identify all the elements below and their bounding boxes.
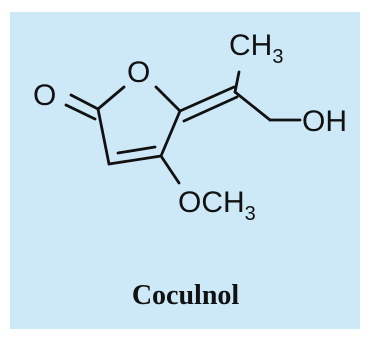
bond-c2-c3 (96, 107, 111, 166)
bond-c5-c6-1 (178, 85, 236, 113)
molecule-card (10, 12, 360, 329)
bond-c5-c6-2 (182, 95, 239, 123)
methyl-subscript: 3 (272, 46, 283, 68)
bond-c6-methyl (233, 70, 241, 94)
methyl-label: CH3 (229, 29, 283, 68)
ring-oxygen-label: O (127, 56, 150, 89)
compound-name: Coculnol (132, 280, 240, 311)
bond-o1-c5 (154, 85, 182, 113)
hydroxyl-label: OH (302, 105, 347, 138)
methoxy-subscript: 3 (245, 203, 256, 225)
bonds (64, 70, 302, 185)
bond-carbonyl-1 (69, 93, 100, 111)
bond-c2-o1 (96, 85, 126, 111)
bond-c3-c4-inner (116, 145, 157, 155)
carbonyl-oxygen-label: O (33, 79, 56, 112)
bond-c4-methoxy (159, 154, 181, 185)
bond-c6-ch2 (233, 90, 272, 122)
methoxy-main: OCH (178, 186, 245, 219)
methyl-main: CH (229, 29, 272, 62)
bond-c3-c4 (107, 154, 163, 166)
bond-carbonyl-2 (64, 103, 97, 121)
methoxy-label: OCH3 (178, 186, 256, 225)
bond-c4-c5 (159, 109, 182, 158)
